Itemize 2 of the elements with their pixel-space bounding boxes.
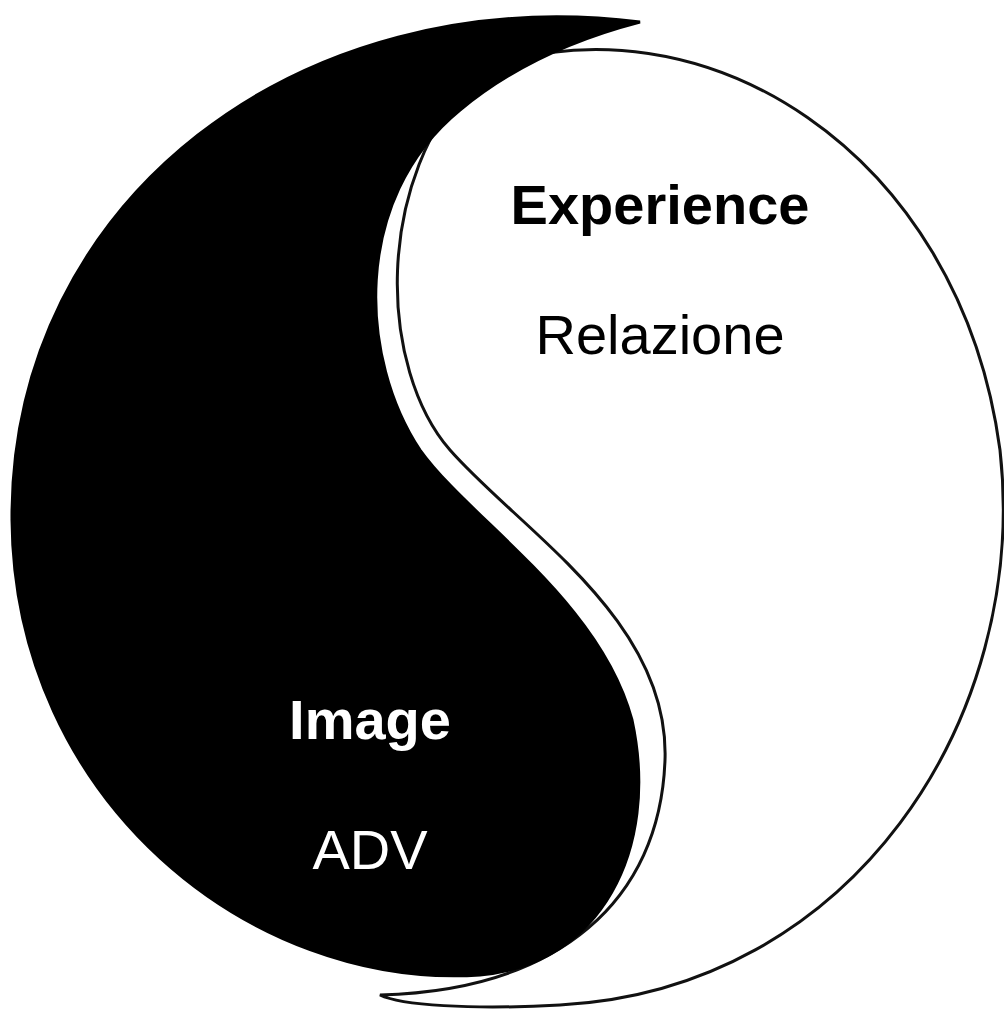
- subheading-text: Relazione: [535, 307, 785, 363]
- subheading-text: ADV: [312, 822, 428, 878]
